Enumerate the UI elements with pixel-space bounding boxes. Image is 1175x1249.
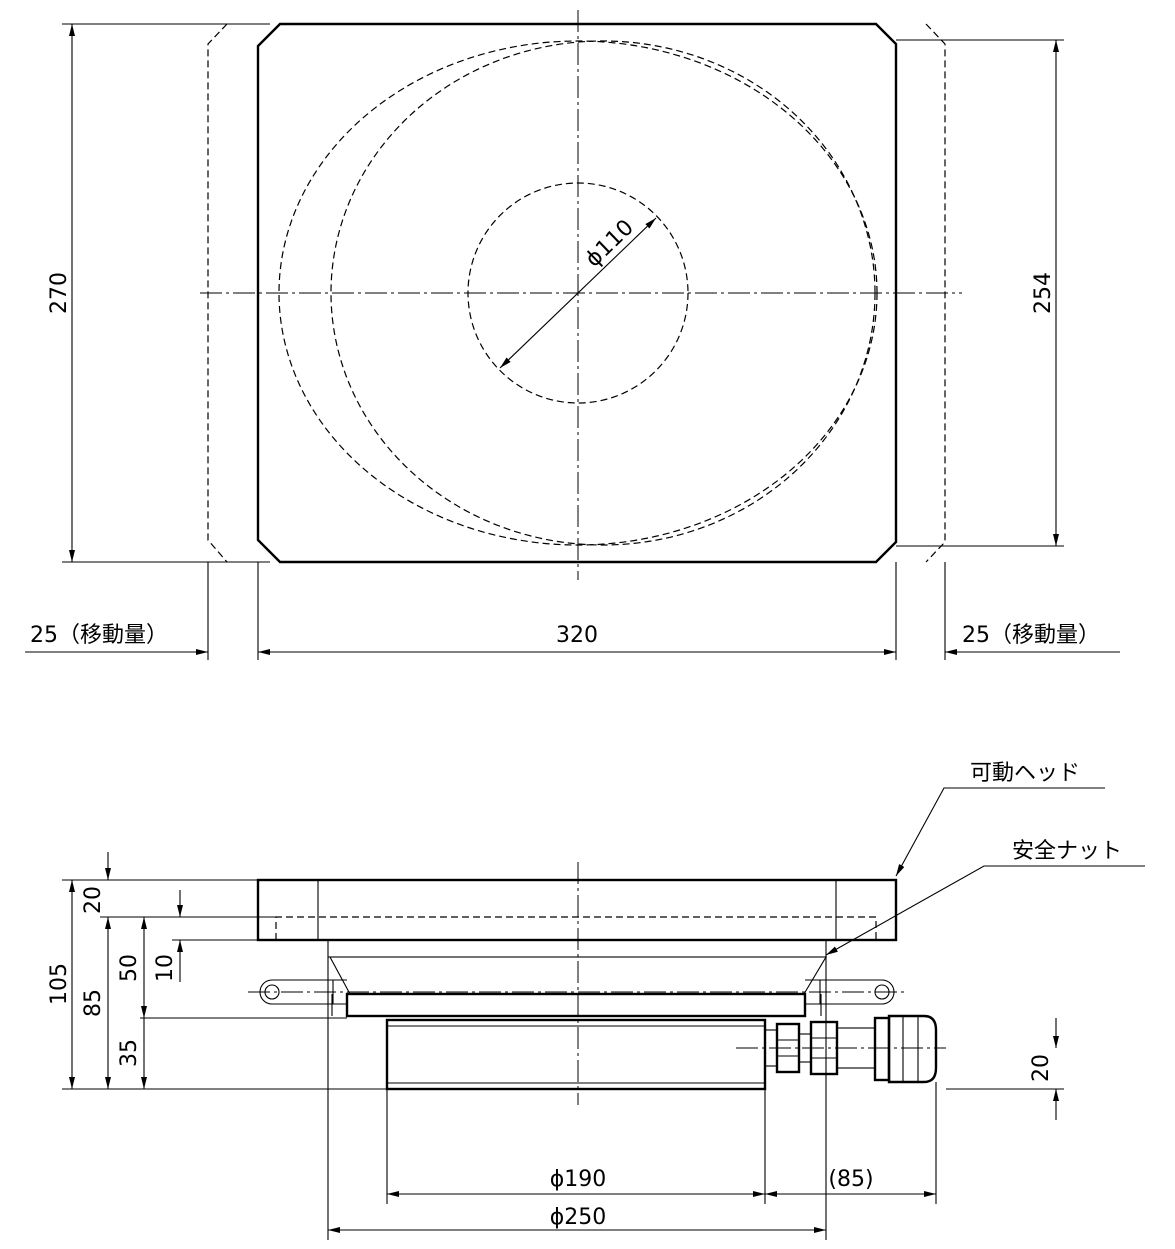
dim-250: ϕ250: [550, 1205, 607, 1230]
head-recess: [275, 916, 877, 940]
nut-leader: [825, 865, 1145, 956]
dim-50: 50: [117, 954, 142, 982]
dim-320: 320: [556, 623, 598, 648]
label-movable-head: 可動ヘッド: [970, 761, 1080, 786]
dim-270: 270: [47, 272, 72, 314]
dim-254: 254: [1031, 272, 1056, 314]
dim-35: 35: [117, 1039, 142, 1067]
dim-20-port: 20: [1029, 1054, 1054, 1082]
dim-190: ϕ190: [550, 1167, 607, 1192]
movable-head: [256, 878, 898, 942]
safety-nut: [327, 939, 827, 958]
flange: [345, 992, 807, 1018]
top-view: ϕ110 270 254 25（移動量） 320 25（移動量）: [25, 10, 1120, 660]
label-safety-nut: 安全ナット: [1012, 839, 1122, 864]
dim-travel-left: 25（移動量）: [30, 623, 168, 648]
dim-10: 10: [153, 954, 178, 982]
side-view: 可動ヘッド 安全ナット 105 20 85 50 35 10 20: [47, 761, 1145, 1240]
travel-ghost-left: [207, 23, 228, 563]
dim-105: 105: [47, 963, 72, 1005]
dim-85: 85: [81, 989, 106, 1017]
cylinder-body: [385, 1018, 767, 1091]
dim-85-coupler: (85): [828, 1167, 873, 1192]
dim-travel-right: 25（移動量）: [962, 623, 1100, 648]
dim-20-head: 20: [81, 886, 106, 914]
center-dia-leader: [499, 217, 657, 369]
plate-outline: [256, 22, 898, 564]
hydraulic-coupler: [764, 1014, 938, 1084]
head-leader: [895, 787, 1105, 877]
center-dia-label: ϕ110: [581, 215, 639, 272]
